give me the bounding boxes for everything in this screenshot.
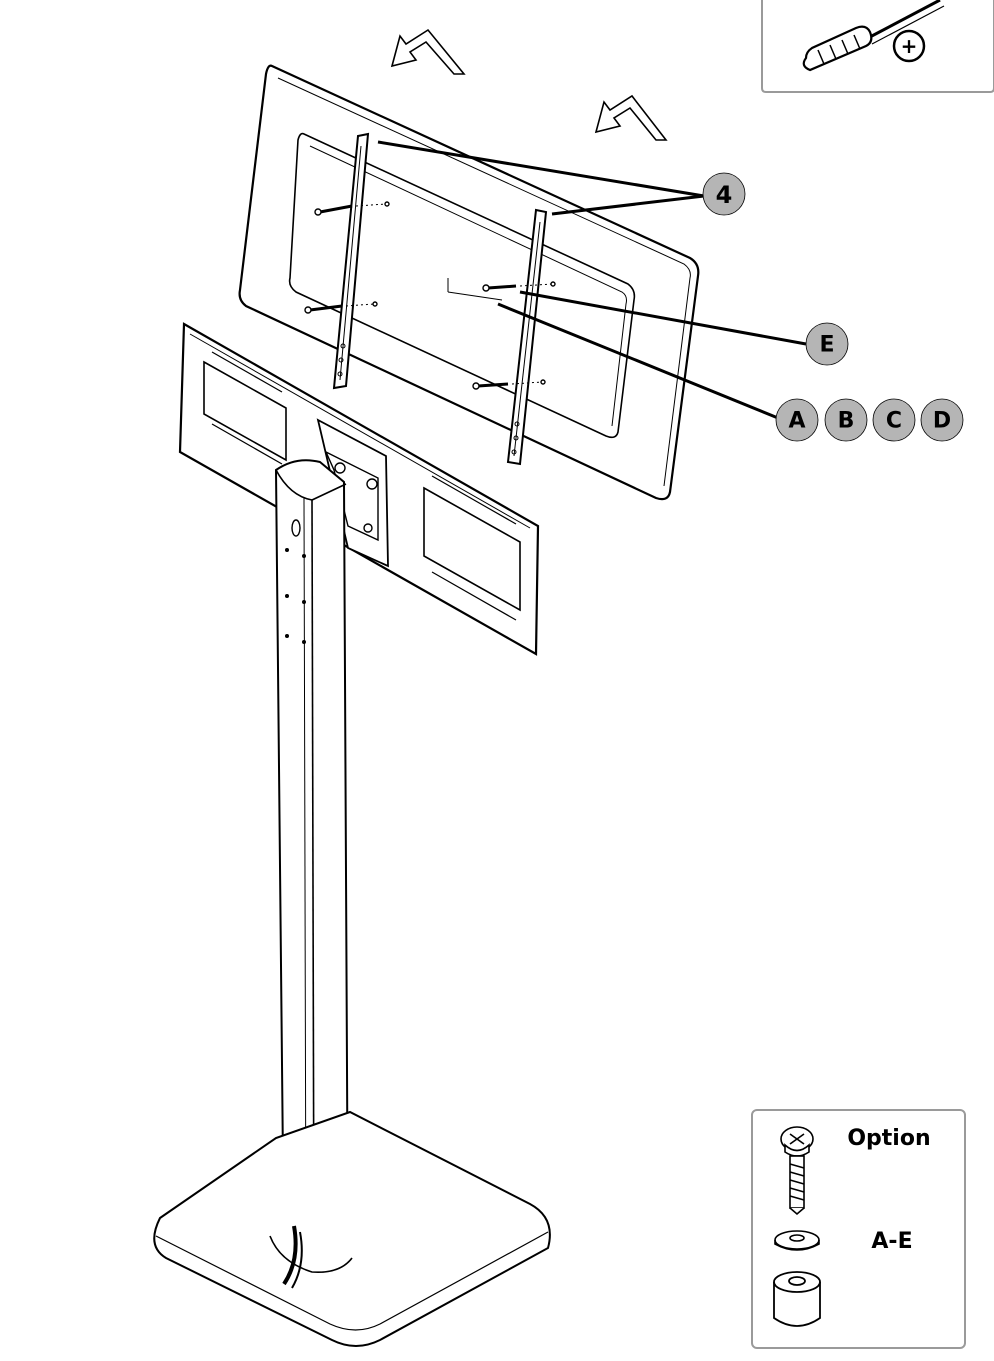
screw-icon <box>482 281 556 292</box>
mounting-plate <box>178 322 540 656</box>
plus-symbol: + <box>901 34 918 58</box>
tv-bracket-left <box>332 132 370 390</box>
screw-icon <box>314 201 390 216</box>
tv-bracket-right <box>506 208 548 466</box>
screw-icon <box>304 301 378 314</box>
callout-c: C <box>872 398 916 442</box>
hardware-legend: Option A-E <box>751 1109 966 1349</box>
lift-arrow-left <box>390 28 466 75</box>
callout-d: D <box>920 398 964 442</box>
callout-4: 4 <box>702 172 746 216</box>
cable-icon <box>282 1225 303 1289</box>
plus-icon: + <box>892 29 926 63</box>
legend-option-label: Option <box>847 1126 930 1151</box>
callout-b: B <box>824 398 868 442</box>
legend-range-label: A-E <box>871 1229 912 1254</box>
callout-b-label: B <box>838 409 855 434</box>
callout-a: A <box>775 398 819 442</box>
phillips-screwdriver-icon <box>802 0 945 72</box>
washer-icon <box>774 1230 820 1251</box>
callout-4-label: 4 <box>716 181 733 209</box>
lift-arrow-right <box>594 94 668 141</box>
callout-e-label: E <box>819 333 834 358</box>
screw-icon <box>780 1126 814 1216</box>
screw-icon <box>472 379 546 390</box>
tool-box: + <box>761 0 994 93</box>
leader-lines <box>377 140 807 420</box>
stand-base <box>153 1110 551 1347</box>
callout-a-label: A <box>788 409 805 434</box>
callout-e: E <box>805 322 849 366</box>
spacer-icon <box>773 1271 821 1327</box>
callout-d-label: D <box>933 409 951 434</box>
bracket-screws <box>304 201 556 390</box>
callout-c-label: C <box>886 409 902 434</box>
